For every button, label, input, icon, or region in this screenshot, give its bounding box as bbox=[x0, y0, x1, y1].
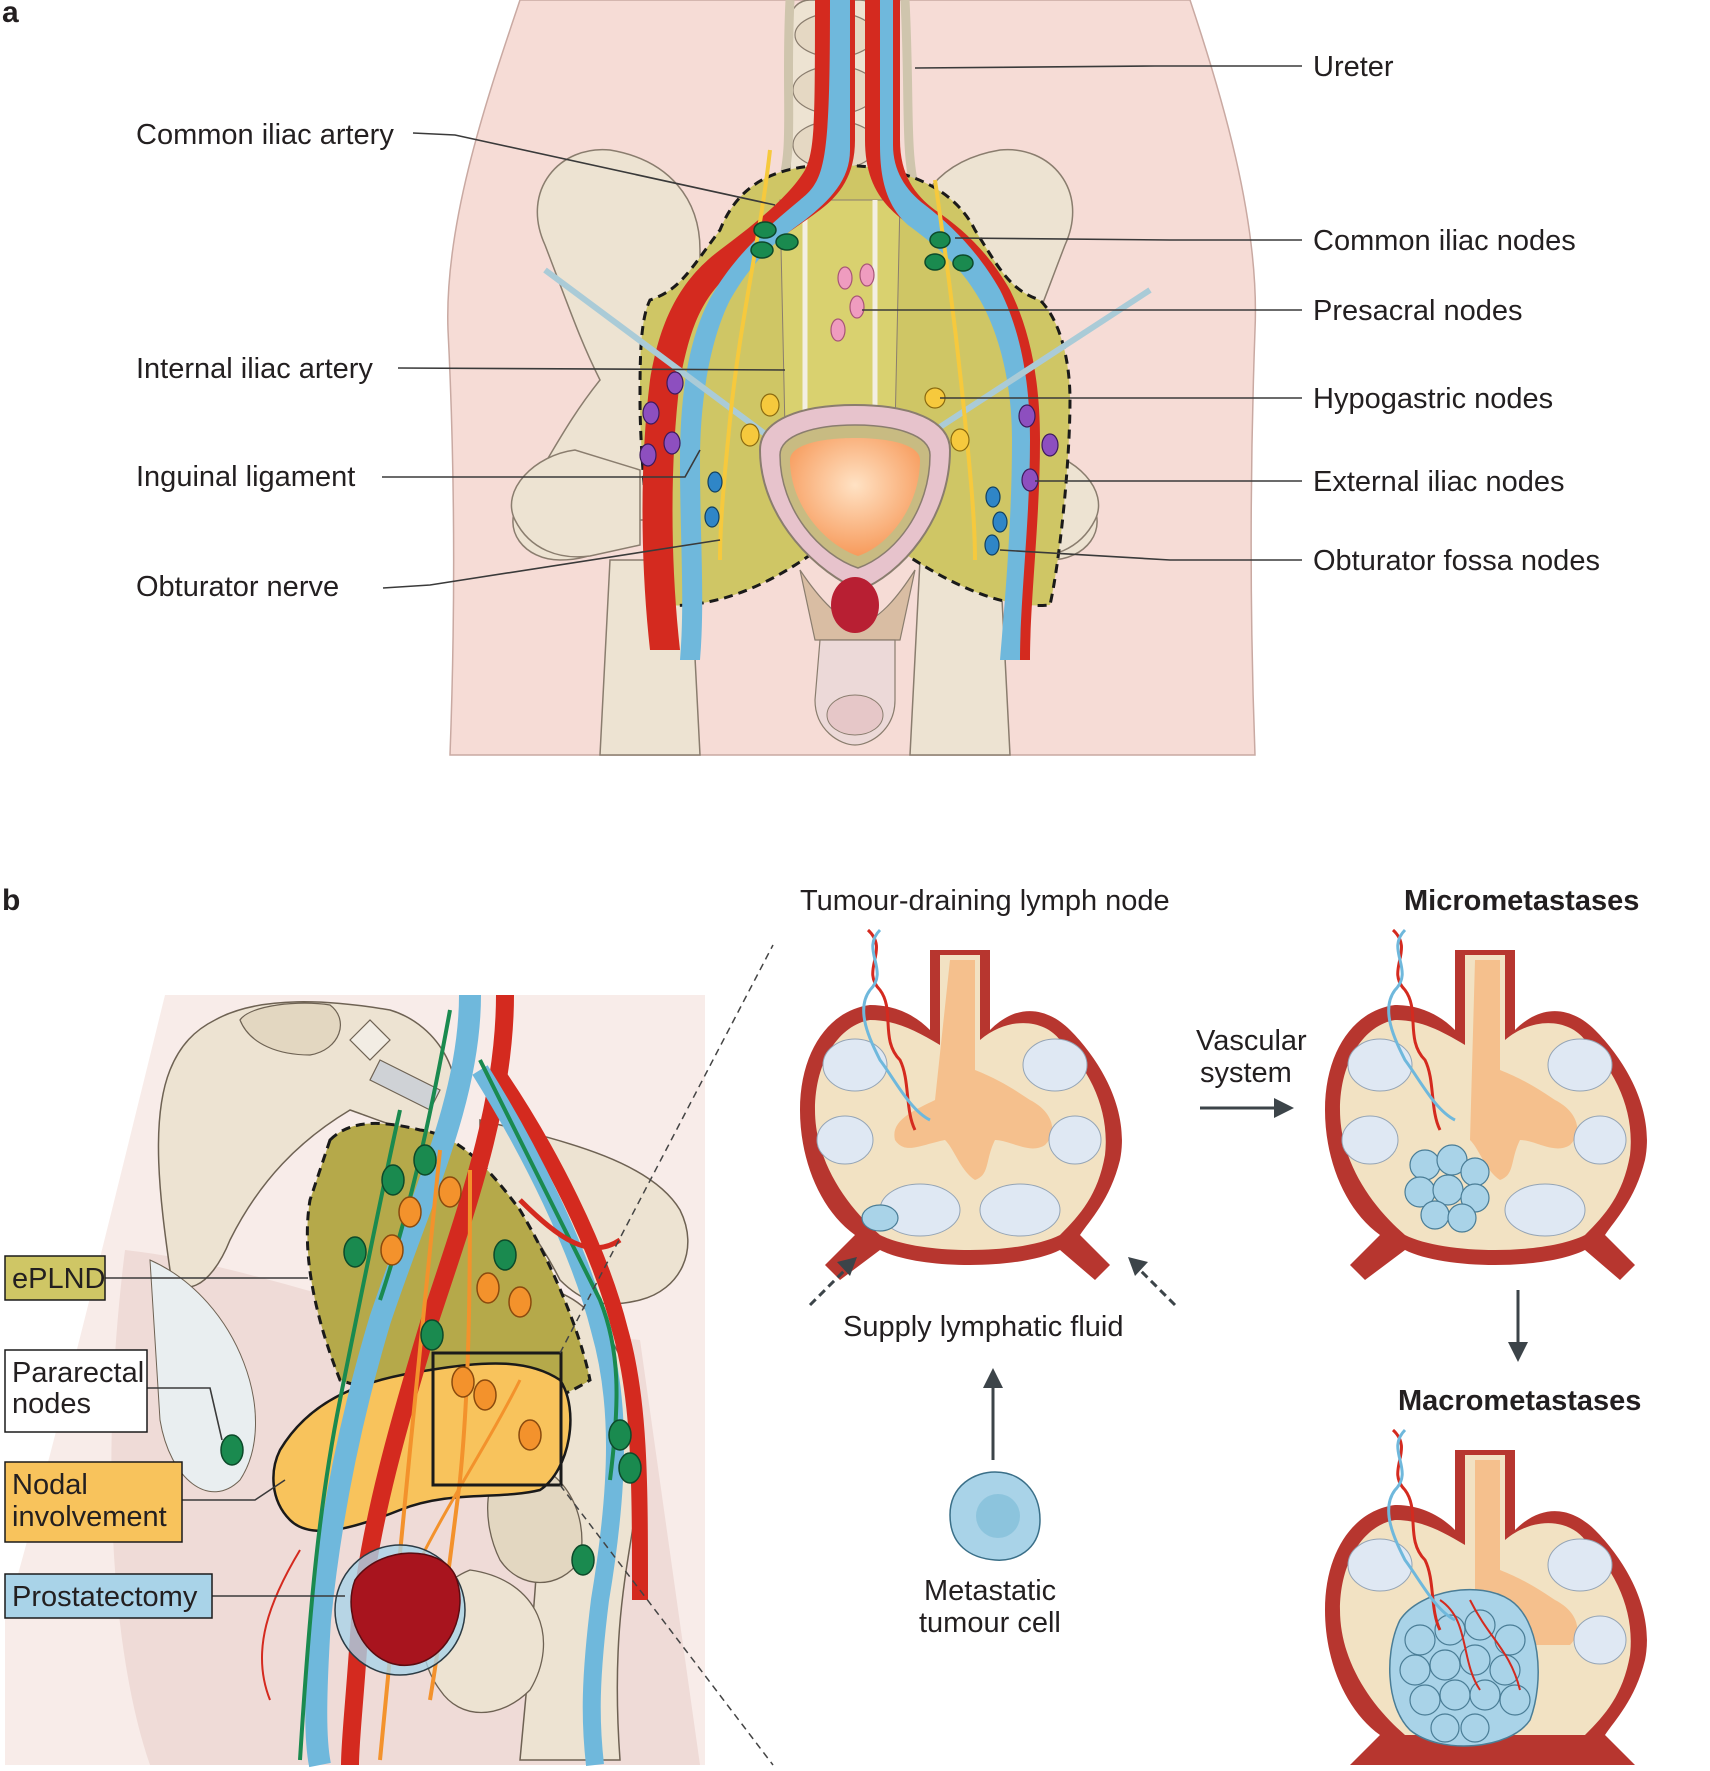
green-nodes-side bbox=[220, 1144, 642, 1576]
legend-pararectal: Pararectal nodes bbox=[4, 1349, 223, 1441]
left-nerve bbox=[718, 149, 772, 561]
legend-nodal: Nodal involvement bbox=[4, 1461, 286, 1543]
node-title: Tumour-draining lymph node bbox=[800, 885, 1170, 917]
prostate bbox=[334, 1544, 466, 1676]
vessels-side bbox=[261, 994, 648, 1768]
sacrum bbox=[779, 199, 901, 431]
legend-nodal-line1: Nodal bbox=[12, 1469, 88, 1501]
zoom-line-bottom bbox=[559, 1484, 774, 1766]
legend-eplnd: ePLND bbox=[4, 1255, 308, 1301]
micro-cluster bbox=[1404, 1144, 1490, 1233]
label-presacral-nodes: Presacral nodes bbox=[1313, 295, 1523, 327]
label-common-iliac-artery: Common iliac artery bbox=[136, 119, 394, 151]
presacral-nodes bbox=[830, 263, 875, 342]
panel-b-letter: b bbox=[2, 884, 20, 917]
vascular-line1: Vascular bbox=[1196, 1025, 1307, 1057]
panel-a: a bbox=[2, 0, 1600, 756]
right-ureter bbox=[900, 0, 920, 192]
vascular-line2: system bbox=[1200, 1057, 1292, 1089]
tumour-cell-arrow bbox=[983, 1368, 1003, 1460]
right-inguinal-line bbox=[918, 287, 1152, 443]
supply-arrow-left bbox=[808, 1257, 857, 1307]
legend-nodal-line2: involvement bbox=[12, 1501, 167, 1533]
genitals bbox=[799, 569, 916, 746]
metastatic-tumour-cell bbox=[949, 1471, 1041, 1561]
zoom-box bbox=[431, 1351, 563, 1487]
panel-a-letter: a bbox=[2, 0, 19, 29]
legend-pararectal-line2: nodes bbox=[12, 1388, 91, 1420]
label-hypogastric-nodes: Hypogastric nodes bbox=[1313, 383, 1553, 415]
label-obturator-nerve: Obturator nerve bbox=[136, 571, 339, 603]
common-iliac-nodes-left bbox=[750, 221, 799, 259]
macro-cluster bbox=[1389, 1588, 1539, 1747]
supply-label: Supply lymphatic fluid bbox=[843, 1311, 1123, 1343]
legend-pararectal-line1: Pararectal bbox=[12, 1357, 144, 1389]
label-obturator-fossa-nodes: Obturator fossa nodes bbox=[1313, 545, 1600, 577]
label-common-iliac-nodes: Common iliac nodes bbox=[1313, 225, 1576, 257]
metastatic-line1: Metastatic bbox=[924, 1575, 1056, 1607]
hypogastric-nodes bbox=[740, 387, 970, 452]
metastatic-line2: tumour cell bbox=[919, 1607, 1061, 1639]
external-iliac-nodes bbox=[639, 371, 1059, 492]
label-external-iliac-nodes: External iliac nodes bbox=[1313, 466, 1564, 498]
left-inguinal-line bbox=[543, 267, 782, 448]
obturator-fossa-nodes bbox=[704, 471, 1008, 556]
lymph-node-1 bbox=[800, 928, 1122, 1280]
lymph-node-schematics: Tumour-draining lymph node Micrometastas… bbox=[800, 885, 1647, 1765]
macrometastases-title: Macrometastases bbox=[1398, 1385, 1641, 1417]
micrometastases-title: Micrometastases bbox=[1404, 885, 1639, 917]
legend-eplnd-label: ePLND bbox=[12, 1263, 106, 1295]
label-ureter: Ureter bbox=[1313, 51, 1394, 83]
bladder bbox=[758, 403, 952, 592]
panel-b: b bbox=[2, 884, 774, 1768]
legend-prostatectomy: Prostatectomy bbox=[4, 1573, 345, 1619]
zoom-line-top bbox=[559, 944, 774, 1354]
lymph-node-2 bbox=[1325, 928, 1647, 1280]
micro-to-macro-arrow bbox=[1508, 1290, 1528, 1362]
vascular-arrow bbox=[1200, 1098, 1294, 1118]
label-internal-iliac-artery: Internal iliac artery bbox=[136, 353, 373, 385]
lymph-node-3 bbox=[1325, 1428, 1647, 1765]
great-vessels-a bbox=[642, 0, 1040, 660]
supply-arrow-right bbox=[1128, 1257, 1177, 1307]
common-iliac-nodes-right bbox=[924, 231, 974, 272]
leader-lines-a bbox=[382, 65, 1302, 589]
legend-prostatectomy-label: Prostatectomy bbox=[12, 1581, 198, 1613]
label-inguinal-ligament: Inguinal ligament bbox=[136, 461, 355, 493]
orange-nodes-side bbox=[380, 1176, 542, 1451]
